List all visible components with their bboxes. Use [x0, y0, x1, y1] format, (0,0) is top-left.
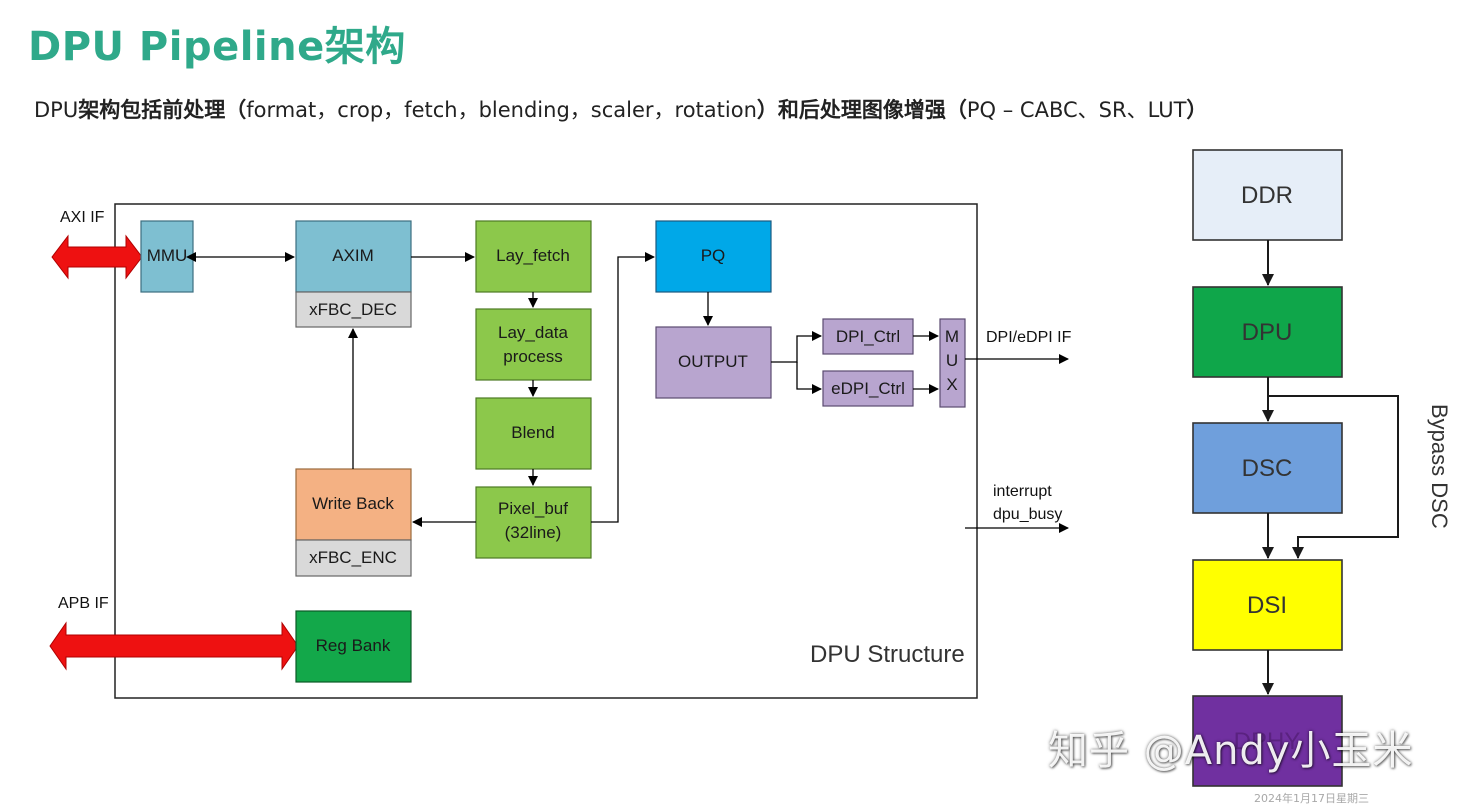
desc-part-3: format，crop，fetch，blending，scaler，rotati… — [246, 98, 757, 122]
write-back-label: Write Back — [312, 494, 394, 513]
pq-block — [655, 220, 772, 293]
output-block — [655, 326, 772, 399]
pixel-buf-label-2: (32line) — [505, 523, 562, 542]
xfbc-enc-label: xFBC_ENC — [309, 548, 397, 567]
xfbc-enc-block — [295, 539, 412, 577]
dphy-block — [1192, 695, 1343, 787]
bypass-dsc-arrow — [1268, 395, 1399, 559]
mux-label-m: M — [945, 327, 959, 346]
pq-label: PQ — [701, 246, 726, 265]
reg-bank-block — [295, 610, 412, 683]
dpu-label: DPU — [1242, 319, 1293, 346]
xfbc-dec-block — [295, 291, 412, 328]
dphy-label: DPHY — [1234, 728, 1301, 755]
dpu-busy-label: dpu_busy — [993, 506, 1062, 523]
lay-data-process-block — [475, 308, 592, 381]
axim-label: AXIM — [332, 246, 374, 265]
date-stamp: 2024年1月17日星期三 — [1254, 792, 1369, 805]
output-dpictrl-arrow — [771, 331, 822, 363]
edpi-ctrl-label: eDPI_Ctrl — [831, 379, 905, 398]
mmu-label: MMU — [147, 246, 188, 265]
desc-part-4: ）和后处理图像增强（ — [756, 98, 967, 122]
xfbc-dec-label: xFBC_DEC — [309, 300, 397, 319]
axi-if-arrow — [51, 234, 143, 280]
desc-part-5: PQ – CABC、SR、LUT — [966, 98, 1187, 122]
lay-data-label-2: process — [503, 347, 563, 366]
dpi-ctrl-label: DPI_Ctrl — [836, 327, 900, 346]
reg-bank-label: Reg Bank — [316, 636, 391, 655]
desc-part-6: ） — [1186, 98, 1208, 122]
dsc-label: DSC — [1242, 455, 1293, 482]
bypass-dsc-label: Bypass DSC — [1427, 404, 1452, 529]
axim-block — [295, 220, 412, 293]
dpi-edpi-if-label: DPI/eDPI IF — [986, 329, 1072, 346]
pixel-buf-label-1: Pixel_buf — [498, 499, 568, 518]
interrupt-label: interrupt — [993, 483, 1052, 500]
pixelbuf-pq-arrow — [591, 252, 655, 523]
lay-fetch-block — [475, 220, 592, 293]
dpi-ctrl-block — [822, 318, 914, 355]
mux-block — [939, 318, 966, 408]
dsi-label: DSI — [1247, 592, 1287, 619]
lay-data-label-1: Lay_data — [498, 323, 568, 342]
mux-label-u: U — [946, 351, 958, 370]
dpu-structure-label: DPU Structure — [810, 641, 965, 668]
apb-if-label: APB IF — [58, 595, 109, 612]
dsc-block — [1192, 422, 1343, 514]
output-label: OUTPUT — [678, 352, 748, 371]
ddr-label: DDR — [1241, 182, 1293, 209]
output-edpictrl-arrow — [796, 362, 822, 394]
lay-fetch-label: Lay_fetch — [496, 246, 570, 265]
mux-label-x: X — [946, 375, 957, 394]
ddr-block — [1192, 149, 1343, 241]
zhihu-watermark: 知乎 @Andy小玉米 — [1048, 728, 1414, 774]
write-back-block — [295, 468, 412, 541]
blend-label: Blend — [511, 423, 554, 442]
edpi-ctrl-block — [822, 370, 914, 407]
desc-part-1: DPU — [34, 98, 79, 122]
page-title: DPU Pipeline架构 — [28, 24, 406, 70]
desc-part-2: 架构包括前处理（ — [78, 98, 247, 122]
description-text: DPU架构包括前处理（format，crop，fetch，blending，sc… — [34, 95, 1364, 126]
dsi-block — [1192, 559, 1343, 651]
axi-if-label: AXI IF — [60, 209, 105, 226]
